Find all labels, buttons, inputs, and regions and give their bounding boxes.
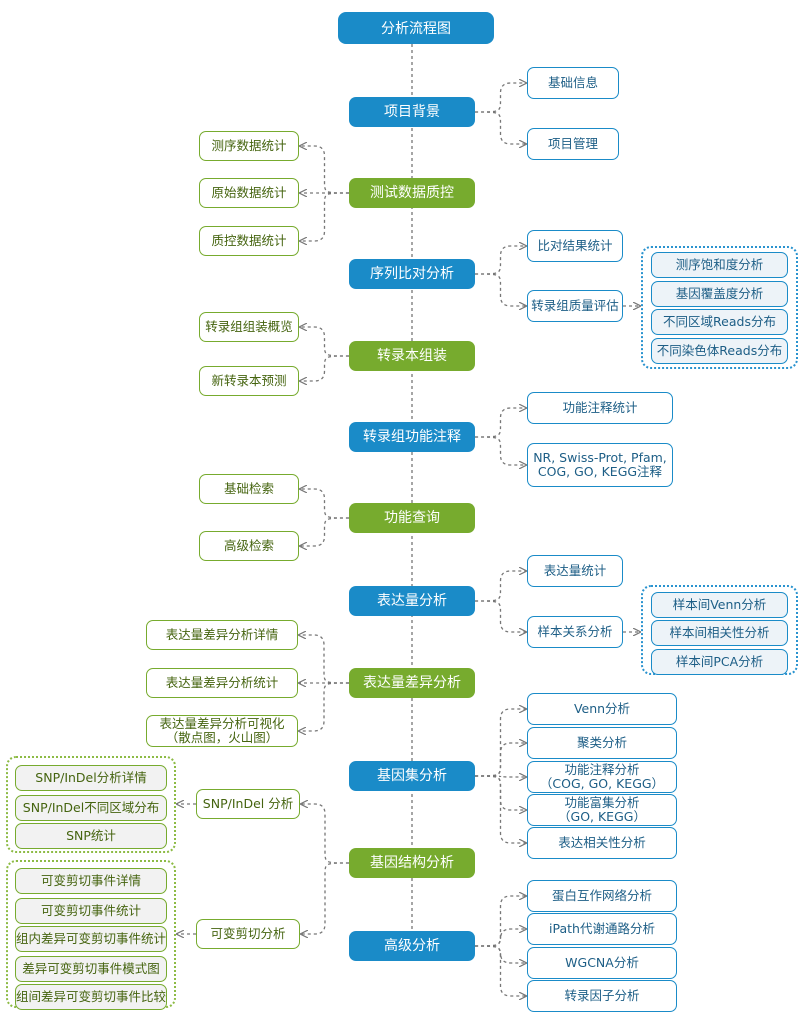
connector-s13 bbox=[300, 517, 350, 546]
connector-s8 bbox=[300, 327, 350, 357]
connector-s10 bbox=[474, 408, 526, 438]
main-step-11: 高级分析 bbox=[349, 931, 475, 961]
main-step-1: 项目背景 bbox=[349, 97, 475, 127]
group-g2-item-3: 样本间PCA分析 bbox=[651, 649, 788, 675]
sub-item-11: NR, Swiss-Prot, Pfam, COG, GO, KEGG注释 bbox=[527, 443, 673, 487]
main-step-2: 测试数据质控 bbox=[349, 178, 475, 208]
connector-s2 bbox=[474, 111, 526, 144]
sub-item-5: 质控数据统计 bbox=[199, 226, 299, 256]
main-step-9: 基因集分析 bbox=[349, 761, 475, 791]
sub-item-29: 转录因子分析 bbox=[527, 980, 677, 1012]
connector-s15 bbox=[474, 600, 526, 632]
connector-s11 bbox=[474, 436, 526, 465]
group-g4-item-3: 组内差异可变剪切事件统计 bbox=[15, 926, 167, 952]
group-g4: 可变剪切事件详情可变剪切事件统计组内差异可变剪切事件统计差异可变剪切事件模式图组… bbox=[6, 860, 176, 1010]
sub-item-27: iPath代谢通路分析 bbox=[527, 913, 677, 945]
main-step-8: 表达量差异分析 bbox=[349, 668, 475, 698]
connector-s19 bbox=[474, 709, 526, 777]
group-g2: 样本间Venn分析样本间相关性分析样本间PCA分析 bbox=[641, 585, 798, 675]
connector-s12 bbox=[300, 489, 350, 519]
connector-s6 bbox=[474, 246, 526, 275]
connector-s18 bbox=[299, 682, 350, 731]
connector-s9 bbox=[300, 355, 350, 381]
sub-item-28: WGCNA分析 bbox=[527, 947, 677, 979]
connector-s16 bbox=[299, 635, 350, 684]
connector-s1 bbox=[474, 83, 526, 113]
connector-s29 bbox=[474, 945, 526, 996]
group-g4-item-1: 可变剪切事件详情 bbox=[15, 868, 167, 894]
sub-item-1: 基础信息 bbox=[527, 67, 619, 99]
sub-item-10: 功能注释统计 bbox=[527, 392, 673, 424]
group-g1-item-1: 测序饱和度分析 bbox=[651, 252, 788, 278]
group-g2-item-2: 样本间相关性分析 bbox=[651, 620, 788, 646]
sub-item-17: 表达量差异分析统计 bbox=[146, 668, 298, 698]
main-step-10: 基因结构分析 bbox=[349, 848, 475, 878]
sub-item-6: 比对结果统计 bbox=[527, 230, 623, 262]
sub-item-26: 蛋白互作网络分析 bbox=[527, 880, 677, 912]
sub-item-19: Venn分析 bbox=[527, 693, 677, 725]
group-g4-item-5: 组间差异可变剪切事件比较 bbox=[15, 984, 167, 1010]
group-g4-item-2: 可变剪切事件统计 bbox=[15, 898, 167, 924]
group-g1-item-2: 基因覆盖度分析 bbox=[651, 281, 788, 307]
diagram-title: 分析流程图 bbox=[338, 12, 494, 44]
sub-item-9: 新转录本预测 bbox=[199, 366, 299, 396]
connector-s23 bbox=[474, 775, 526, 843]
connector-s21 bbox=[474, 776, 526, 777]
main-step-7: 表达量分析 bbox=[349, 586, 475, 616]
group-g3-item-3: SNP统计 bbox=[15, 823, 167, 849]
sub-item-21: 功能注释分析 （COG, GO, KEGG） bbox=[527, 761, 677, 793]
sub-item-22: 功能富集分析 （GO, KEGG） bbox=[527, 794, 677, 826]
group-g4-item-4: 差异可变剪切事件模式图 bbox=[15, 956, 167, 982]
group-g3-item-1: SNP/InDel分析详情 bbox=[15, 765, 167, 791]
sub-item-25: 可变剪切分析 bbox=[196, 919, 300, 949]
sub-item-8: 转录组组装概览 bbox=[199, 312, 299, 342]
sub-item-15: 样本关系分析 bbox=[527, 616, 623, 648]
group-g1-item-4: 不同染色体Reads分布 bbox=[651, 338, 788, 364]
connector-s25 bbox=[301, 862, 350, 934]
sub-item-13: 高级检索 bbox=[199, 531, 299, 561]
sub-item-23: 表达相关性分析 bbox=[527, 827, 677, 859]
main-step-4: 转录本组装 bbox=[349, 341, 475, 371]
connector-s24 bbox=[301, 804, 350, 864]
connector-s26 bbox=[474, 896, 526, 947]
connector-s7 bbox=[474, 273, 526, 306]
sub-item-4: 原始数据统计 bbox=[199, 178, 299, 208]
sub-item-2: 项目管理 bbox=[527, 128, 619, 160]
main-step-5: 转录组功能注释 bbox=[349, 422, 475, 452]
sub-item-16: 表达量差异分析详情 bbox=[146, 620, 298, 650]
group-g3-item-2: SNP/InDel不同区域分布 bbox=[15, 795, 167, 821]
connector-s5 bbox=[300, 192, 350, 241]
sub-item-20: 聚类分析 bbox=[527, 727, 677, 759]
main-step-3: 序列比对分析 bbox=[349, 259, 475, 289]
connector-s14 bbox=[474, 571, 526, 602]
sub-item-3: 测序数据统计 bbox=[199, 131, 299, 161]
sub-item-18: 表达量差异分析可视化 （散点图，火山图） bbox=[146, 715, 298, 747]
main-step-6: 功能查询 bbox=[349, 503, 475, 533]
sub-item-24: SNP/InDel 分析 bbox=[196, 789, 300, 819]
group-g1: 测序饱和度分析基因覆盖度分析不同区域Reads分布不同染色体Reads分布 bbox=[641, 246, 798, 369]
connector-s3 bbox=[300, 146, 350, 194]
sub-item-7: 转录组质量评估 bbox=[527, 290, 623, 322]
sub-item-14: 表达量统计 bbox=[527, 555, 623, 587]
sub-item-12: 基础检索 bbox=[199, 474, 299, 504]
group-g1-item-3: 不同区域Reads分布 bbox=[651, 309, 788, 335]
group-g2-item-1: 样本间Venn分析 bbox=[651, 592, 788, 618]
